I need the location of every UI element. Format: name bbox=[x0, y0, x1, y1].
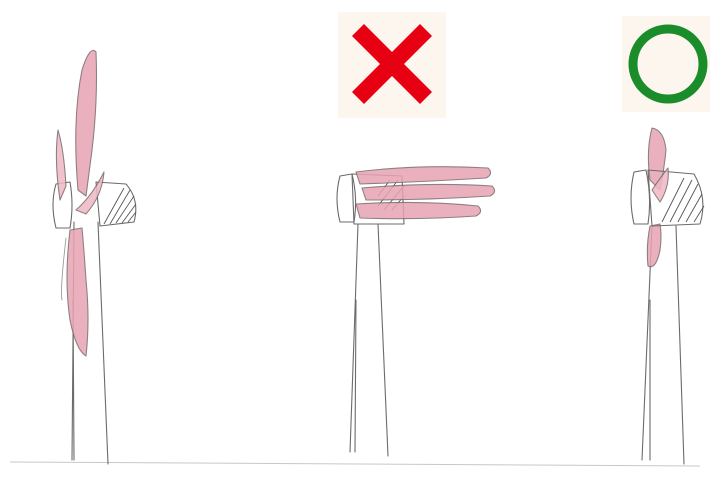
turbine-right-hub bbox=[631, 170, 650, 224]
cross-mark-icon bbox=[338, 12, 446, 118]
turbine-right bbox=[631, 128, 704, 464]
turbine-left-blade-upper bbox=[76, 50, 97, 196]
turbine-middle-tower bbox=[350, 224, 388, 456]
turbine-right-nacelle-hatching bbox=[662, 178, 704, 222]
turbine-middle bbox=[337, 167, 495, 456]
turbine-middle-blade-2 bbox=[362, 184, 495, 200]
turbine-left-blade-side bbox=[56, 130, 66, 200]
turbine-left bbox=[53, 50, 136, 464]
turbine-right-blade-lower bbox=[647, 224, 661, 267]
turbine-middle-blade-1 bbox=[356, 167, 491, 184]
ground-line bbox=[10, 462, 700, 466]
turbine-left-nacelle-hatching bbox=[104, 188, 136, 224]
turbine-middle-blade-3 bbox=[356, 202, 481, 218]
circle-mark-icon bbox=[622, 16, 710, 112]
turbine-left-blade-lower bbox=[67, 228, 88, 356]
